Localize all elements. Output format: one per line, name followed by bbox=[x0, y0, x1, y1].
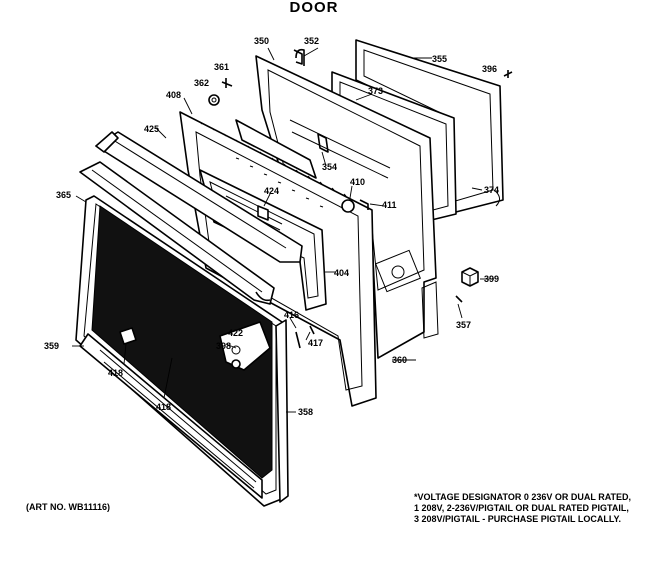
callout-labels: 350 352 355 396 361 362 373 408 425 354 … bbox=[44, 36, 499, 417]
callout-404: 404 bbox=[334, 268, 349, 278]
callout-350: 350 bbox=[254, 36, 269, 46]
callout-399: 399 bbox=[484, 274, 499, 284]
leader-lines bbox=[72, 47, 494, 413]
callout-408: 408 bbox=[166, 90, 181, 100]
callout-361: 361 bbox=[214, 62, 229, 72]
callout-418-left: 418 bbox=[108, 368, 123, 378]
callout-355: 355 bbox=[432, 54, 447, 64]
callout-417: 417 bbox=[308, 338, 323, 348]
callout-354: 354 bbox=[322, 162, 337, 172]
callout-362: 362 bbox=[194, 78, 209, 88]
callout-424: 424 bbox=[264, 186, 279, 196]
note-line-2: 1 208V, 2-236V/PIGTAIL OR DUAL RATED PIG… bbox=[414, 503, 629, 513]
voltage-note: *VOLTAGE DESIGNATOR 0 236V OR DUAL RATED… bbox=[414, 492, 631, 524]
callout-357: 357 bbox=[456, 320, 471, 330]
diagram-title: DOOR bbox=[290, 0, 339, 16]
callout-358: 358 bbox=[298, 407, 313, 417]
callout-373: 373 bbox=[368, 86, 383, 96]
callout-365: 365 bbox=[56, 190, 71, 200]
callout-374: 374 bbox=[484, 185, 499, 195]
part-365-trim-bar bbox=[79, 161, 275, 305]
callout-359: 359 bbox=[44, 341, 59, 351]
note-line-3: 3 208V/PIGTAIL - PURCHASE PIGTAIL LOCALL… bbox=[414, 514, 621, 524]
callout-416: 416 bbox=[284, 310, 299, 320]
art-number: (ART NO. WB11116) bbox=[26, 502, 110, 512]
callout-352: 352 bbox=[304, 36, 319, 46]
callout-398: 398 bbox=[216, 341, 231, 351]
small-hardware bbox=[119, 49, 513, 371]
note-line-1: *VOLTAGE DESIGNATOR 0 236V OR DUAL RATED… bbox=[414, 492, 631, 502]
callout-425: 425 bbox=[144, 124, 159, 134]
callout-411: 411 bbox=[382, 200, 397, 210]
callout-422: 422 bbox=[228, 328, 243, 338]
callout-360: 360 bbox=[392, 355, 407, 365]
callout-418-bottom: 418 bbox=[156, 402, 171, 412]
part-359-outer-door bbox=[75, 195, 289, 507]
callout-396: 396 bbox=[482, 64, 497, 74]
part-425-top-trim bbox=[95, 131, 303, 263]
callout-410: 410 bbox=[350, 177, 365, 187]
